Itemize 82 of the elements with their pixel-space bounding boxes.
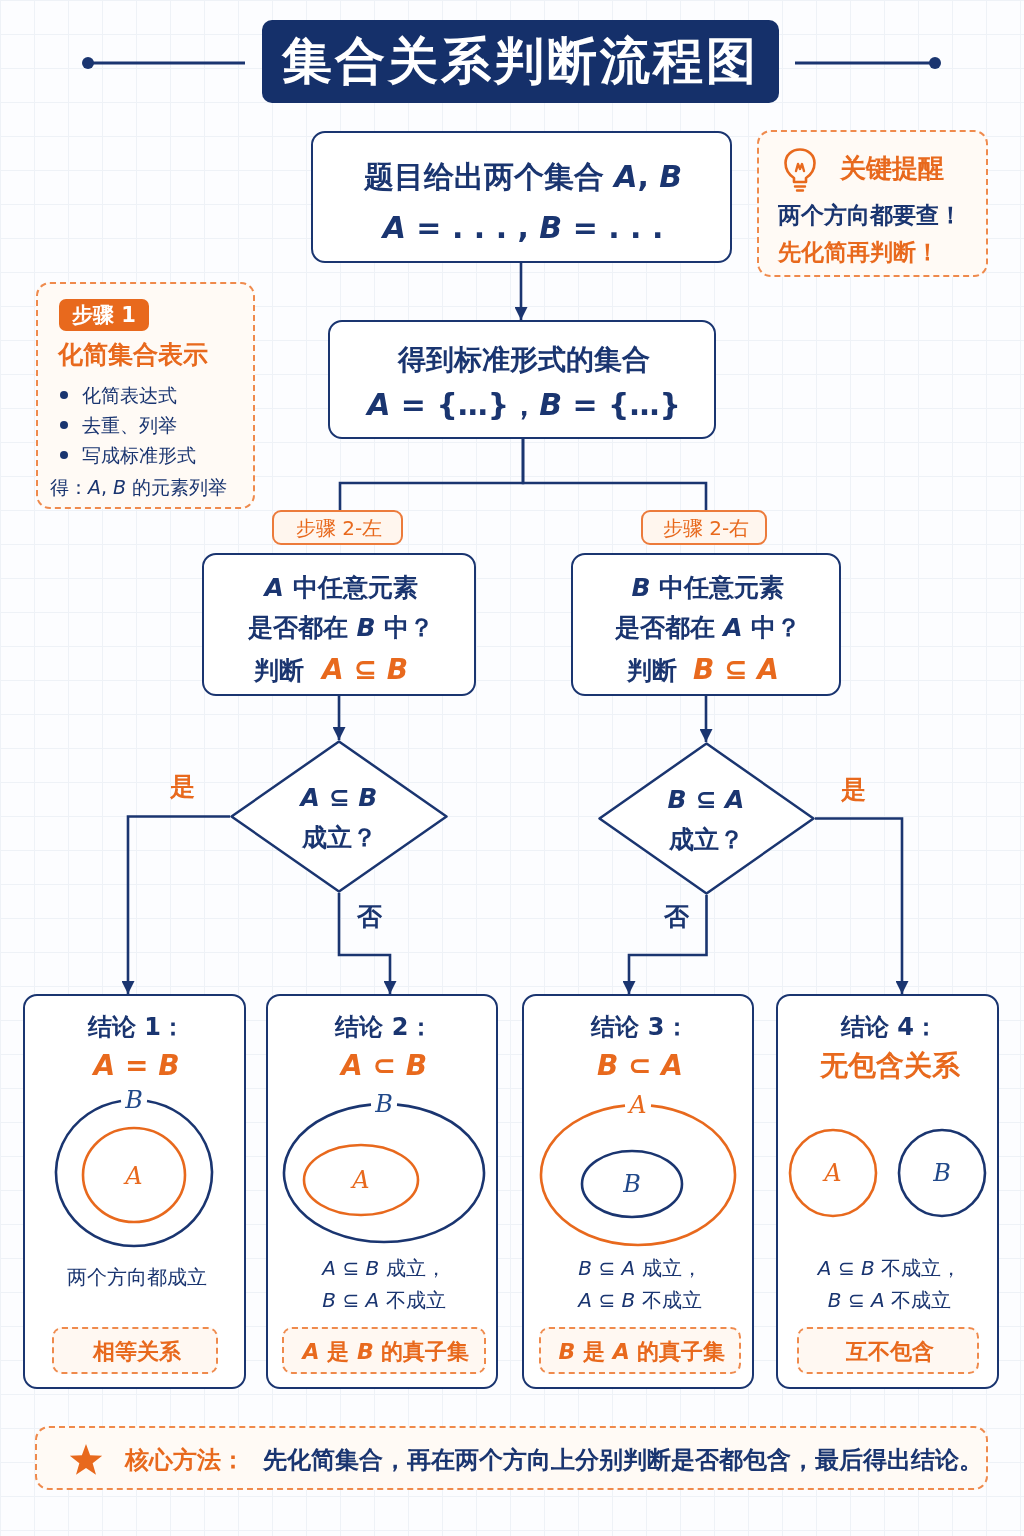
connector-line	[521, 439, 708, 510]
set-label: B	[623, 1170, 641, 1198]
formula-text: A ⊆ B	[322, 652, 408, 688]
heading-text: 结论 1：	[87, 1011, 186, 1043]
relation-text: A = B	[93, 1048, 180, 1084]
set-label: B	[375, 1090, 393, 1118]
heading-text: 得到标准形式的集合	[398, 342, 650, 378]
set-label: A	[629, 1091, 647, 1119]
arrow	[699, 696, 713, 742]
bullet-text: 去重、列举	[82, 412, 177, 438]
step-tag	[272, 510, 403, 545]
process-box	[571, 553, 841, 696]
note-text: 得：A, B 的元素列举	[50, 474, 228, 500]
conclusion-card	[776, 994, 999, 1389]
condition-text: A ⊆ B 成立？	[300, 782, 378, 854]
condition-text: B ⊆ A 成立？	[667, 784, 745, 856]
title-heading: 集合关系判断流程图	[262, 20, 779, 103]
description-text: A ⊆ B 不成立，B ⊆ A 不成立	[817, 1255, 962, 1314]
step-heading: 化简集合表示	[58, 338, 208, 371]
formula-text: A = . . . , B = . . .	[382, 208, 664, 247]
tag-text: 步骤 2-右	[662, 515, 750, 541]
arrow	[332, 696, 346, 740]
note-heading: 关键提醒	[840, 152, 944, 185]
description-text: A ⊆ B 成立，B ⊆ A 不成立	[322, 1255, 446, 1314]
question-text: A 中任意元素是否都在 B 中？	[247, 572, 435, 644]
set-label: A	[352, 1166, 370, 1194]
arrow	[815, 817, 909, 994]
relation-text: B ⊂ A	[597, 1048, 683, 1084]
result-text: 互不包含	[846, 1337, 934, 1366]
result-tag	[282, 1327, 486, 1374]
bullet-text: 化简表达式	[82, 382, 177, 408]
result-text: B 是 A 的真子集	[558, 1337, 726, 1366]
edge-label: 是	[840, 774, 866, 806]
set-label: B	[125, 1086, 143, 1114]
conclusion-card	[266, 994, 498, 1389]
summary-note-box	[35, 1426, 988, 1490]
judge-text: 判断	[627, 654, 677, 687]
summary-text: 先化简集合，再在两个方向上分别判断是否都包含，最后得出结论。	[263, 1444, 983, 1476]
conclusion-card	[522, 994, 754, 1389]
result-text: A 是 B 的真子集	[302, 1337, 470, 1366]
bullet-text: 写成标准形式	[82, 442, 196, 468]
tag-text: 步骤 2-左	[295, 515, 383, 541]
process-box	[328, 320, 716, 439]
heading-text: 结论 4：	[840, 1011, 939, 1043]
judge-text: 判断	[254, 654, 304, 687]
decision-diamond	[230, 740, 448, 893]
set-label: B	[933, 1159, 951, 1187]
step-tag	[641, 510, 767, 545]
summary-heading: 核心方法：	[125, 1444, 245, 1476]
relation-text: A ⊂ B	[341, 1048, 427, 1084]
process-box	[202, 553, 476, 696]
edge-label: 否	[356, 901, 382, 933]
conclusion-card	[23, 994, 246, 1389]
process-box	[311, 131, 732, 263]
heading-text: 结论 3：	[591, 1011, 689, 1043]
decision-diamond	[598, 742, 815, 895]
arrow	[514, 263, 528, 320]
step-badge	[59, 299, 149, 331]
arrow	[121, 815, 230, 994]
description-text: B ⊆ A 成立，A ⊆ B 不成立	[578, 1255, 702, 1314]
result-tag	[52, 1327, 218, 1374]
note-text: 先化简再判断！	[778, 238, 939, 267]
tip-note-box	[757, 130, 988, 277]
edge-label: 否	[663, 901, 689, 933]
set-label: A	[824, 1159, 842, 1187]
relation-text: 无包含关系	[819, 1048, 960, 1084]
question-text: B 中任意元素是否都在 A 中？	[614, 572, 802, 644]
formula-text: A = {…}，B = {…}	[367, 385, 681, 424]
arrow	[337, 893, 397, 994]
note-text: 两个方向都要查！	[778, 201, 962, 230]
edge-label: 是	[169, 771, 195, 803]
formula-text: B ⊆ A	[693, 652, 779, 688]
result-tag	[539, 1327, 741, 1374]
badge-text: 步骤 1	[72, 301, 136, 329]
step-note-box	[36, 282, 255, 509]
heading-text: 题目给出两个集合 A, B	[363, 157, 683, 196]
result-text: 相等关系	[93, 1337, 181, 1366]
set-label: A	[125, 1162, 143, 1190]
description-text: 两个方向都成立	[66, 1264, 207, 1291]
arrow	[622, 895, 708, 994]
heading-text: 结论 2：	[335, 1011, 433, 1043]
result-tag	[797, 1327, 979, 1374]
